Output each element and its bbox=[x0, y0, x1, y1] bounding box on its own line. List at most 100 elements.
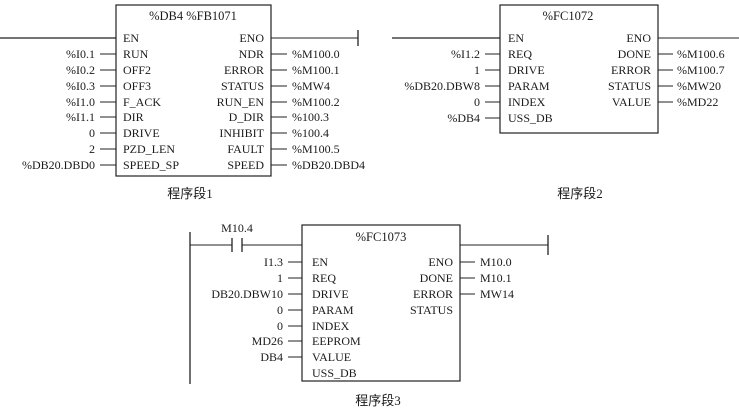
fb1071-block[interactable] bbox=[115, 4, 272, 177]
fc1073-block[interactable] bbox=[301, 224, 461, 382]
param-value: M10.1 bbox=[480, 271, 512, 285]
pin-label: STATUS bbox=[221, 79, 264, 93]
output-pin-error: ERROR %M100.1 bbox=[224, 63, 340, 77]
pin-label: F_ACK bbox=[123, 95, 161, 109]
param-value: 0 bbox=[89, 126, 95, 140]
segment-caption: 程序段1 bbox=[167, 186, 213, 201]
pin-label: ENO bbox=[428, 255, 453, 269]
fc1072-block[interactable] bbox=[499, 4, 659, 134]
param-value: %DB4 bbox=[447, 111, 480, 125]
segment-caption: 程序段2 bbox=[557, 186, 603, 201]
param-value: %MW20 bbox=[677, 79, 721, 93]
pin-label-uss-db: USS_DB bbox=[312, 366, 357, 380]
pin-label-en: EN bbox=[508, 31, 524, 45]
pin-label-status: STATUS bbox=[410, 303, 453, 317]
pin-label: ERROR bbox=[413, 287, 453, 301]
pin-label: VALUE bbox=[312, 350, 351, 364]
contact-m10-4[interactable]: M10.4 bbox=[221, 221, 253, 252]
param-value: I1.3 bbox=[264, 255, 283, 269]
output-pin-ndr: NDR %M100.0 bbox=[239, 47, 340, 61]
param-value: %M100.1 bbox=[292, 63, 340, 77]
block-title: %FC1073 bbox=[356, 230, 407, 244]
param-value: %M100.7 bbox=[677, 63, 725, 77]
pin-label: INDEX bbox=[508, 95, 546, 109]
pin-label: PARAM bbox=[312, 303, 354, 317]
pin-label: NDR bbox=[239, 47, 264, 61]
segment-3: M10.4 %FC1073 I1.3 EN 1 REQ DB20.DBW10 D… bbox=[189, 221, 549, 408]
param-value: 0 bbox=[277, 319, 283, 333]
pin-label: SPEED_SP bbox=[123, 158, 179, 172]
pin-label: EEPROM bbox=[312, 334, 361, 348]
param-value: 1 bbox=[474, 63, 480, 77]
param-value: %M100.5 bbox=[292, 142, 340, 156]
pin-label: ERROR bbox=[224, 63, 264, 77]
param-value: 1 bbox=[277, 271, 283, 285]
param-value: %MD22 bbox=[677, 95, 718, 109]
pin-label: RUN_EN bbox=[217, 95, 265, 109]
output-pin-value: VALUE %MD22 bbox=[612, 95, 718, 109]
pin-label: REQ bbox=[312, 271, 336, 285]
pin-label: DONE bbox=[618, 47, 651, 61]
output-pin-fault: FAULT %M100.5 bbox=[227, 142, 339, 156]
input-pin-uss-db: %DB4 USS_DB bbox=[447, 111, 552, 125]
param-value: MD26 bbox=[252, 334, 283, 348]
pin-label-eno: ENO bbox=[626, 31, 651, 45]
output-pin-speed: SPEED %DB20.DBD4 bbox=[227, 158, 365, 172]
input-pin-param: 0 PARAM bbox=[277, 303, 354, 317]
param-value: %DB20.DBD0 bbox=[22, 158, 95, 172]
input-pin-dir: %I1.1 DIR bbox=[66, 110, 144, 124]
pin-label: D_DIR bbox=[229, 110, 264, 124]
param-value: 0 bbox=[474, 95, 480, 109]
pin-label: SPEED bbox=[227, 158, 264, 172]
pin-label: DRIVE bbox=[123, 126, 160, 140]
param-value: MW14 bbox=[480, 287, 514, 301]
param-value: M10.0 bbox=[480, 255, 512, 269]
pin-label: INDEX bbox=[312, 319, 350, 333]
param-value: %I0.2 bbox=[66, 63, 95, 77]
input-pin-req: %I1.2 REQ bbox=[451, 47, 532, 61]
input-pin-index: 0 INDEX bbox=[474, 95, 546, 109]
input-pin-param: %DB20.DBW8 PARAM bbox=[404, 79, 550, 93]
pin-label-en: EN bbox=[123, 31, 139, 45]
output-pin-d-dir: D_DIR %100.3 bbox=[229, 110, 329, 124]
pin-label: EN bbox=[312, 255, 328, 269]
param-value: %DB20.DBD4 bbox=[292, 158, 365, 172]
param-value: %DB20.DBW8 bbox=[404, 79, 480, 93]
output-pin-status: STATUS %MW20 bbox=[608, 79, 721, 93]
input-pin-run: %I0.1 RUN bbox=[66, 47, 149, 61]
pin-label: OFF3 bbox=[123, 79, 151, 93]
param-value: %100.3 bbox=[292, 110, 329, 124]
input-pin-f-ack: %I1.0 F_ACK bbox=[66, 95, 161, 109]
output-pin-done: DONE %M100.6 bbox=[618, 47, 725, 61]
output-pin-eno: ENO M10.0 bbox=[428, 255, 511, 269]
input-pin-speed-sp: %DB20.DBD0 SPEED_SP bbox=[22, 158, 179, 172]
param-value: %I1.1 bbox=[66, 110, 95, 124]
pin-label: ERROR bbox=[611, 63, 651, 77]
input-pin-req: 1 REQ bbox=[277, 271, 336, 285]
param-value: %I1.2 bbox=[451, 47, 480, 61]
pin-label: INHIBIT bbox=[219, 126, 264, 140]
param-value: 2 bbox=[89, 142, 95, 156]
input-pin-pzd-len: 2 PZD_LEN bbox=[89, 142, 175, 156]
pin-label: DRIVE bbox=[508, 63, 545, 77]
param-value: DB4 bbox=[260, 350, 283, 364]
pin-label: OFF2 bbox=[123, 63, 151, 77]
input-pin-index: 0 INDEX bbox=[277, 319, 350, 333]
output-pin-inhibit: INHIBIT %100.4 bbox=[219, 126, 329, 140]
segment-1: %DB4 %FB1071 %I0.1 RUN %I0.2 OFF2 %I0.3 … bbox=[0, 4, 365, 201]
param-value: %MW4 bbox=[292, 79, 330, 93]
output-pin-error: ERROR MW14 bbox=[413, 287, 514, 301]
input-pin-off3: %I0.3 OFF3 bbox=[66, 79, 151, 93]
input-pin-eeprom: MD26 EEPROM bbox=[252, 334, 361, 348]
output-pin-error: ERROR %M100.7 bbox=[611, 63, 725, 77]
input-pin-drive: 0 DRIVE bbox=[89, 126, 160, 140]
param-value: %I0.3 bbox=[66, 79, 95, 93]
input-pin-drive: 1 DRIVE bbox=[474, 63, 545, 77]
param-value: DB20.DBW10 bbox=[211, 287, 283, 301]
pin-label: DRIVE bbox=[312, 287, 349, 301]
input-pin-off2: %I0.2 OFF2 bbox=[66, 63, 151, 77]
param-value: %100.4 bbox=[292, 126, 329, 140]
block-title: %FC1072 bbox=[543, 9, 594, 23]
pin-label: USS_DB bbox=[508, 111, 553, 125]
pin-label-eno: ENO bbox=[239, 31, 264, 45]
